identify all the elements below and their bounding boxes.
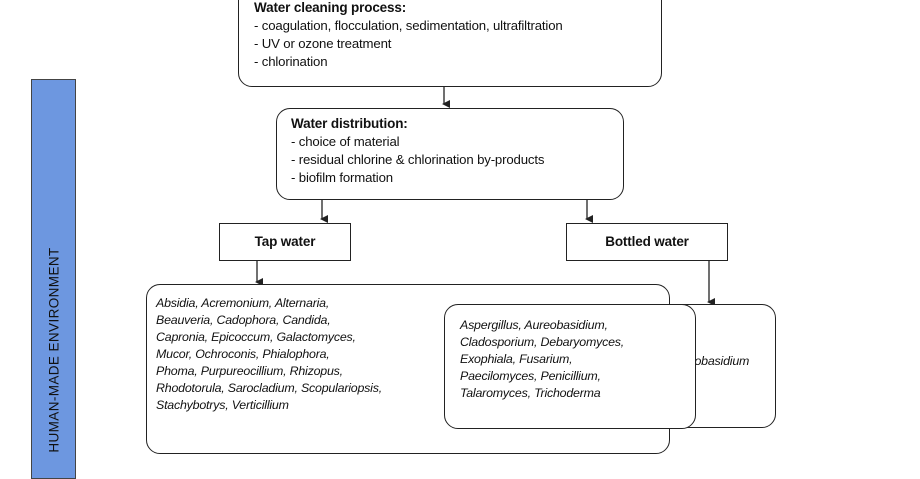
tap-fungi-line: Rhodotorula, Sarocladium, Scopulariopsis…: [156, 381, 382, 395]
shared-fungi-line: Aspergillus, Aureobasidium,: [460, 318, 608, 332]
distribution-item: - residual chlorine & chlorination by-pr…: [291, 152, 545, 167]
cleaning-item: - UV or ozone treatment: [254, 36, 392, 51]
distribution-item: - biofilm formation: [291, 170, 393, 185]
bottled-water-box: Bottled water: [566, 223, 728, 261]
tap-fungi-line: Stachybotrys, Verticillium: [156, 398, 289, 412]
bottled-fungi-label: Filobasidium: [682, 354, 750, 368]
shared-fungi-line: Cladosporium, Debaryomyces,: [460, 335, 625, 349]
cleaning-title: Water cleaning process:: [254, 0, 407, 15]
shared-fungi-line: Paecilomyces, Penicillium,: [460, 369, 601, 383]
tap-water-label: Tap water: [254, 234, 316, 249]
cleaning-process-box: Water cleaning process: - coagulation, f…: [238, 0, 662, 87]
sidebar-environment-bar: HUMAN-MADE ENVIRONMENT: [31, 79, 76, 479]
connector-arrows: [255, 87, 715, 306]
tap-fungi-line: Capronia, Epicoccum, Galactomyces,: [156, 330, 356, 344]
tap-fungi-line: Absidia, Acremonium, Alternaria,: [156, 296, 330, 310]
distribution-title: Water distribution:: [291, 116, 408, 131]
shared-fungi-line: Exophiala, Fusarium,: [460, 352, 573, 366]
tap-water-box: Tap water: [219, 223, 351, 261]
shared-fungi-line: Talaromyces, Trichoderma: [460, 386, 601, 400]
shared-fungi-box: Aspergillus, Aureobasidium, Cladosporium…: [444, 304, 696, 429]
tap-fungi-line: Beauveria, Cadophora, Candida,: [156, 313, 331, 327]
distribution-box: Water distribution: - choice of material…: [276, 108, 624, 200]
bottled-water-label: Bottled water: [605, 234, 689, 249]
tap-fungi-line: Phoma, Purpureocillium, Rhizopus,: [156, 364, 343, 378]
cleaning-item: - coagulation, flocculation, sedimentati…: [254, 18, 563, 33]
cleaning-item: - chlorination: [254, 54, 328, 69]
distribution-item: - choice of material: [291, 134, 400, 149]
tap-fungi-line: Mucor, Ochroconis, Phialophora,: [156, 347, 330, 361]
